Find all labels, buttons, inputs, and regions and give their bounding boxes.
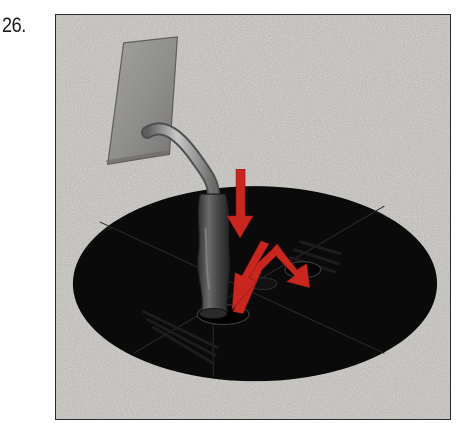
step-number: 26. <box>2 14 26 38</box>
trowel-floor-drain-icon <box>56 15 450 419</box>
trowel-handle <box>198 194 230 316</box>
instruction-figure <box>55 14 451 420</box>
